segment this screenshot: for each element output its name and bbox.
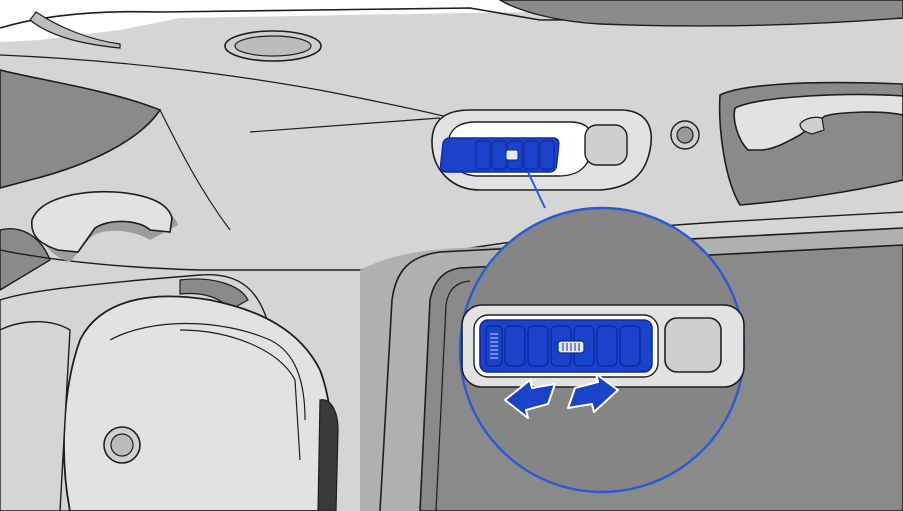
light-housing-button [585,125,627,165]
seat-back-left [0,322,70,511]
magnified-housing-button [665,318,721,372]
dome-light-inner [235,36,311,56]
seat-back-dark [318,400,338,511]
overhead-slide-switch-icon [440,138,560,172]
magnified-slide-switch [480,320,652,372]
round-button-inner [677,127,693,143]
seat-headrest-button-inner [111,434,133,456]
